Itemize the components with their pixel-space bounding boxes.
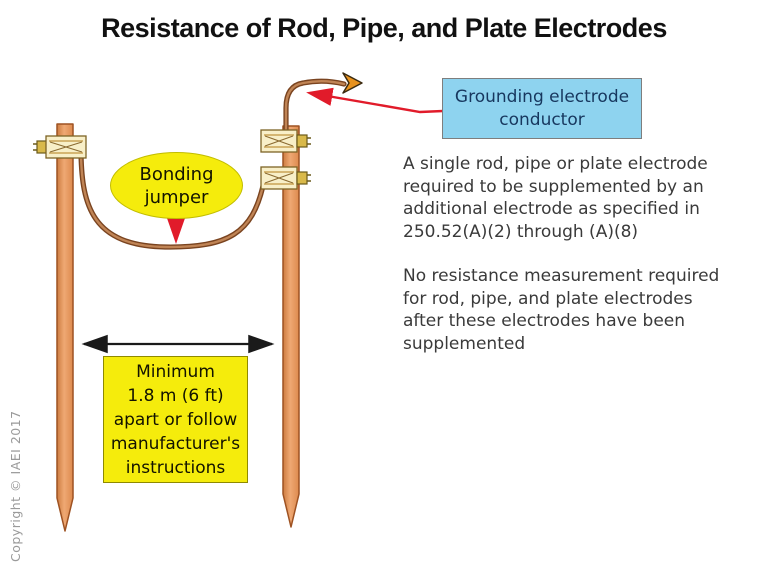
clamp-right-rod-upper-icon xyxy=(260,129,311,153)
clamp-left-rod-icon xyxy=(33,135,87,159)
minimum-distance-label: Minimum 1.8 m (6 ft) apart or follow man… xyxy=(103,356,248,483)
no-measurement-paragraph: No resistance measurement required for r… xyxy=(403,266,720,354)
grounding-conductor-pointer-arrow xyxy=(306,87,444,114)
ground-rod-right xyxy=(282,125,300,528)
conductor-arrowhead-icon xyxy=(342,72,363,94)
copyright-text: Copyright © IAEI 2017 xyxy=(8,410,23,562)
supplemental-electrode-paragraph: A single rod, pipe or plate electrode re… xyxy=(403,154,708,242)
page-title: Resistance of Rod, Pipe, and Plate Elect… xyxy=(101,13,667,43)
clamp-right-rod-lower-icon xyxy=(260,166,311,190)
grounding-conductor-wire xyxy=(283,72,363,137)
bonding-jumper-wire xyxy=(78,151,266,250)
grounding-conductor-label: Grounding electrode conductor xyxy=(442,78,642,139)
bonding-jumper-label: Bonding jumper xyxy=(110,152,243,219)
ground-rod-left xyxy=(56,123,74,532)
